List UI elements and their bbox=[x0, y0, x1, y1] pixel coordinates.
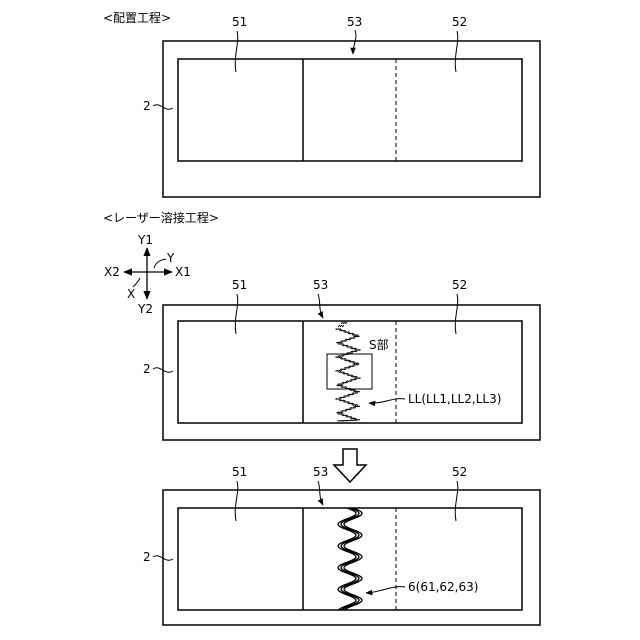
plate-2-label: 2 bbox=[143, 362, 151, 376]
y2-axis-label: Y2 bbox=[137, 302, 153, 316]
welded-result: 51 53 52 2 6(61,62,63) bbox=[143, 465, 540, 625]
work-plate-outline bbox=[163, 41, 540, 197]
trajectory-arrow bbox=[369, 399, 405, 403]
part-53-label: 53 bbox=[347, 15, 362, 29]
laser-welding-step: <レーザー溶接工程> Y1 Y2 X2 X1 Y X S部 51 53 52 2 bbox=[103, 210, 540, 440]
part-53-arrow bbox=[353, 30, 356, 54]
x1-axis-label: X1 bbox=[175, 265, 191, 279]
weld-label: 6(61,62,63) bbox=[408, 580, 478, 594]
part-51-label: 51 bbox=[232, 465, 247, 479]
arrangement-step: <配置工程> 51 53 52 2 bbox=[103, 10, 540, 197]
parts-outline bbox=[178, 59, 522, 161]
weld-bead-lines bbox=[338, 508, 362, 610]
part-51-label: 51 bbox=[232, 278, 247, 292]
region-s-box bbox=[327, 354, 372, 389]
part-51-label: 51 bbox=[232, 15, 247, 29]
part-51-leader bbox=[235, 294, 238, 334]
part-51-leader bbox=[235, 481, 238, 521]
y-direction-leader bbox=[154, 259, 166, 268]
x-direction-label: X bbox=[127, 287, 135, 301]
y-direction-label: Y bbox=[166, 251, 175, 265]
plate-2-label: 2 bbox=[143, 99, 151, 113]
part-52-label: 52 bbox=[452, 15, 467, 29]
arrangement-step-title: <配置工程> bbox=[103, 10, 171, 25]
plate-2-label: 2 bbox=[143, 550, 151, 564]
down-arrow-icon bbox=[334, 449, 366, 482]
part-52-label: 52 bbox=[452, 278, 467, 292]
x2-axis-label: X2 bbox=[104, 265, 120, 279]
x-direction-leader bbox=[133, 278, 140, 287]
part-53-label: 53 bbox=[313, 278, 328, 292]
part-51-leader bbox=[235, 31, 238, 72]
coordinate-axes: Y1 Y2 X2 X1 Y X bbox=[104, 233, 191, 316]
part-53-arrow bbox=[318, 294, 323, 318]
part-52-label: 52 bbox=[452, 465, 467, 479]
part-53-arrow bbox=[318, 481, 323, 505]
part-52-leader bbox=[455, 294, 458, 334]
laser-welding-step-title: <レーザー溶接工程> bbox=[103, 210, 219, 225]
part-52-leader bbox=[455, 481, 458, 521]
part-53-label: 53 bbox=[313, 465, 328, 479]
trajectory-label: LL(LL1,LL2,LL3) bbox=[408, 392, 501, 406]
weld-arrow bbox=[366, 587, 405, 593]
region-s-label: S部 bbox=[369, 337, 389, 352]
part-52-leader bbox=[455, 31, 458, 72]
y1-axis-label: Y1 bbox=[137, 233, 153, 247]
